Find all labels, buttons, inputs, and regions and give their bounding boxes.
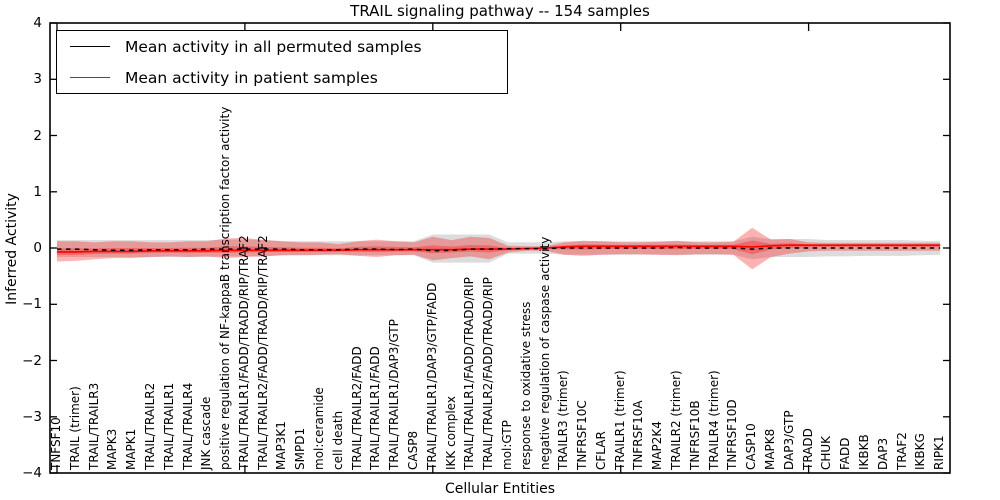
x-tick-label: TRAIL/TRAILR1/DAP3/GTP: [387, 319, 402, 470]
y-tick-label: −3: [22, 408, 42, 425]
x-tick-label: TRAIL/TRAILR1/FADD: [368, 346, 383, 470]
y-tick-label: −1: [22, 296, 42, 313]
x-tick-label: SMPD1: [293, 427, 308, 470]
x-axis-label: Cellular Entities: [444, 481, 556, 497]
patient-samples-inner-band: [57, 240, 941, 256]
y-tick-label: −2: [22, 352, 42, 369]
x-tick-label: TRAILR3 (trimer): [556, 370, 571, 470]
x-tick-label: TRAIL/TRAILR2: [142, 382, 157, 470]
x-tick-label: TRAILR1 (trimer): [612, 370, 627, 470]
permuted-mean-line: [57, 246, 941, 252]
x-tick-label: MAPK1: [124, 428, 139, 470]
y-tick-label: −4: [22, 465, 42, 481]
x-tick-label: MAPK8: [763, 428, 778, 470]
legend-label-permuted: Mean activity in all permuted samples: [125, 37, 422, 56]
x-tick-label: response to oxidative stress: [518, 301, 533, 470]
x-tick-label: TRAIL (trimer): [67, 386, 82, 470]
patient-line-sample-icon: [70, 77, 110, 78]
x-tick-label: MAP3K1: [274, 421, 289, 470]
x-tick-label: TRAILR4 (trimer): [706, 370, 721, 470]
x-tick-label: DAP3/GTP: [781, 410, 796, 470]
x-tick-label: TNFRSF10B: [687, 400, 702, 470]
x-tick-label: TRAIL/TRAILR1/FADD/TRADD/RIP/TRAF2: [236, 235, 251, 470]
x-tick-label: TRAIL/TRAILR1/DAP3/GTP/FADD: [424, 282, 439, 470]
x-tick-label: TRAIL/TRAILR1: [161, 382, 176, 470]
legend-row-permuted: Mean activity in all permuted samples: [57, 31, 507, 62]
x-tick-label: FADD: [838, 437, 853, 471]
x-tick-label: DAP3: [875, 437, 890, 470]
x-tick-label: JNK cascade: [199, 396, 214, 470]
x-tick-label: TRAF2: [894, 432, 909, 470]
x-tick-label: IKK complex: [443, 396, 458, 470]
x-tick-label: TRAIL/TRAILR1/FADD/TRADD/RIP: [462, 277, 477, 470]
x-tick-label: TRAIL/TRAILR3: [86, 382, 101, 470]
x-tick-label: TRAIL/TRAILR4: [180, 382, 195, 470]
x-tick-label: CFLAR: [593, 431, 608, 470]
chart-title: TRAIL signaling pathway -- 154 samples: [350, 2, 650, 20]
x-tick-label: CASP8: [406, 430, 420, 470]
y-tick-label: 1: [33, 183, 42, 200]
x-tick-label: MAPK3: [105, 428, 120, 470]
y-tick-label: 2: [33, 127, 42, 144]
x-tick-label: TRAIL/TRAILR2/FADD/TRADD/RIP: [481, 277, 496, 470]
x-tick-label: positive regulation of NF-kappaB transcr…: [218, 106, 233, 470]
x-tick-label: TRAIL/TRAILR2/FADD/TRADD/RIP/TRAF2: [255, 235, 270, 470]
y-tick-label: 0: [33, 240, 42, 256]
x-tick-label: cell death: [330, 410, 345, 470]
y-tick-label: 4: [33, 15, 42, 31]
x-tick-label: MAP2K4: [650, 421, 665, 470]
y-tick-label: 3: [33, 71, 42, 88]
x-tick-label: TNFRSF10A: [631, 400, 646, 470]
x-tick-label: mol:GTP: [499, 420, 514, 470]
x-tick-label: TNFRSF10D: [725, 399, 740, 470]
legend-row-patient: Mean activity in patient samples: [57, 62, 507, 93]
x-tick-label: TRAIL/TRAILR2/FADD: [349, 346, 364, 470]
x-tick-label: RIPK1: [932, 435, 947, 470]
x-tick-label: CHUK: [819, 435, 834, 470]
x-tick-label: TNFSF10: [49, 417, 63, 470]
legend: Mean activity in all permuted samples Me…: [56, 30, 508, 94]
x-tick-label: IKBKG: [913, 433, 928, 470]
x-tick-label: TNFRSF10C: [575, 400, 590, 470]
x-tick-label: negative regulation of caspase activity: [537, 236, 552, 470]
x-tick-label: mol:ceramide: [312, 387, 327, 470]
x-tick-label: TRAILR2 (trimer): [669, 370, 684, 470]
x-tick-label: TRADD: [800, 428, 815, 470]
x-tick-label: IKBKB: [856, 434, 871, 470]
permuted-line-sample-icon: [70, 46, 110, 47]
legend-label-patient: Mean activity in patient samples: [125, 68, 378, 87]
x-tick-label: CASP10: [744, 423, 759, 470]
